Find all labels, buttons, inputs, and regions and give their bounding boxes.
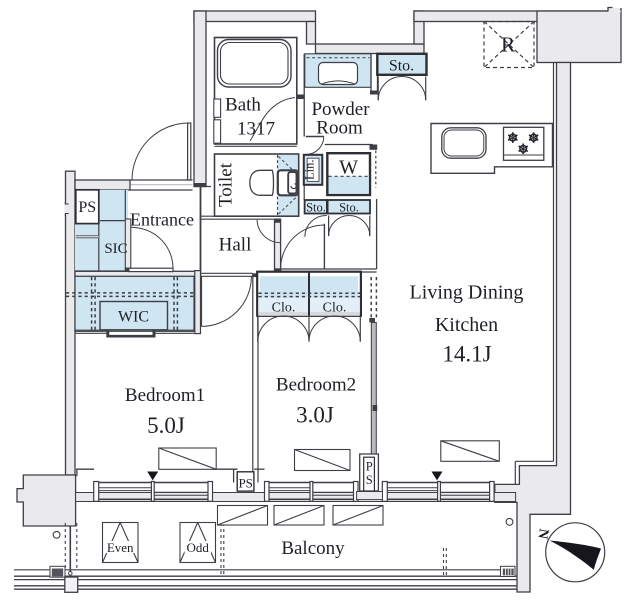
- svg-text:PS: PS: [238, 475, 252, 490]
- svg-text:Lin.: Lin.: [302, 160, 316, 180]
- svg-text:SIC: SIC: [104, 241, 127, 257]
- svg-text:1317: 1317: [237, 119, 275, 140]
- svg-text:Clo.: Clo.: [323, 301, 347, 316]
- svg-text:Even: Even: [107, 540, 134, 555]
- svg-text:W: W: [339, 157, 358, 179]
- svg-text:S: S: [366, 473, 373, 487]
- svg-text:R: R: [501, 33, 515, 57]
- svg-text:PS: PS: [78, 199, 96, 216]
- svg-text:Odd: Odd: [187, 540, 210, 555]
- svg-text:Bedroom2: Bedroom2: [276, 375, 356, 396]
- svg-text:N: N: [534, 527, 551, 540]
- svg-text:Toilet: Toilet: [216, 162, 237, 207]
- svg-text:14.1J: 14.1J: [442, 342, 491, 367]
- svg-text:Sto.: Sto.: [339, 200, 359, 214]
- svg-text:WIC: WIC: [118, 309, 149, 326]
- svg-text:Living Dining: Living Dining: [410, 282, 524, 304]
- svg-text:3.0J: 3.0J: [296, 403, 334, 428]
- svg-text:Hall: Hall: [219, 235, 252, 256]
- svg-text:Entrance: Entrance: [130, 210, 194, 230]
- svg-text:Room: Room: [316, 118, 363, 139]
- svg-text:Bath: Bath: [225, 95, 261, 116]
- svg-text:Clo.: Clo.: [272, 301, 296, 316]
- svg-text:Balcony: Balcony: [281, 538, 345, 559]
- svg-text:5.0J: 5.0J: [147, 413, 185, 438]
- svg-text:Powder: Powder: [311, 99, 370, 120]
- svg-text:Bedroom1: Bedroom1: [125, 385, 205, 406]
- svg-text:Sto.: Sto.: [389, 58, 414, 75]
- svg-text:Kitchen: Kitchen: [435, 314, 498, 336]
- svg-text:Sto.: Sto.: [306, 200, 326, 214]
- svg-text:P: P: [366, 459, 373, 473]
